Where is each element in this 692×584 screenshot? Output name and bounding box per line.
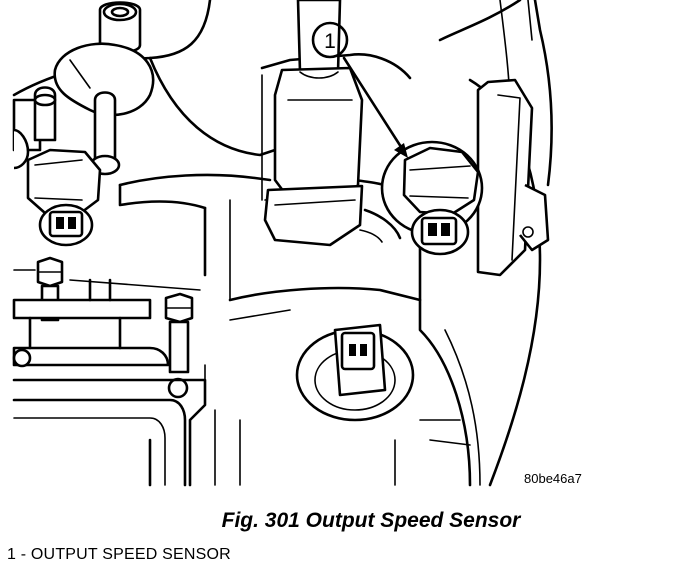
center-tube: [263, 0, 364, 247]
transmission-diagram: 1 80be46a7: [12, 0, 582, 487]
transmission-case: [12, 0, 542, 487]
legend-item: 1 - OUTPUT SPEED SENSOR: [7, 546, 231, 563]
image-code: 80be46a7: [524, 471, 582, 486]
output-speed-sensor: [380, 140, 484, 256]
valve-body: [12, 256, 207, 487]
callout-leader-line: [342, 56, 405, 152]
left-sensor: [26, 148, 102, 247]
callout-number: 1: [324, 30, 336, 53]
callout-arrowhead: [394, 143, 408, 158]
callout-circle: [311, 21, 349, 59]
figure-caption: Fig. 301 Output Speed Sensor: [221, 509, 521, 532]
lower-connector: [295, 323, 415, 422]
figure-legend: 1 - OUTPUT SPEED SENSOR: [7, 546, 231, 564]
mounting-bracket: [476, 0, 553, 277]
top-fitting: [53, 1, 155, 117]
callout: 1: [311, 21, 408, 158]
